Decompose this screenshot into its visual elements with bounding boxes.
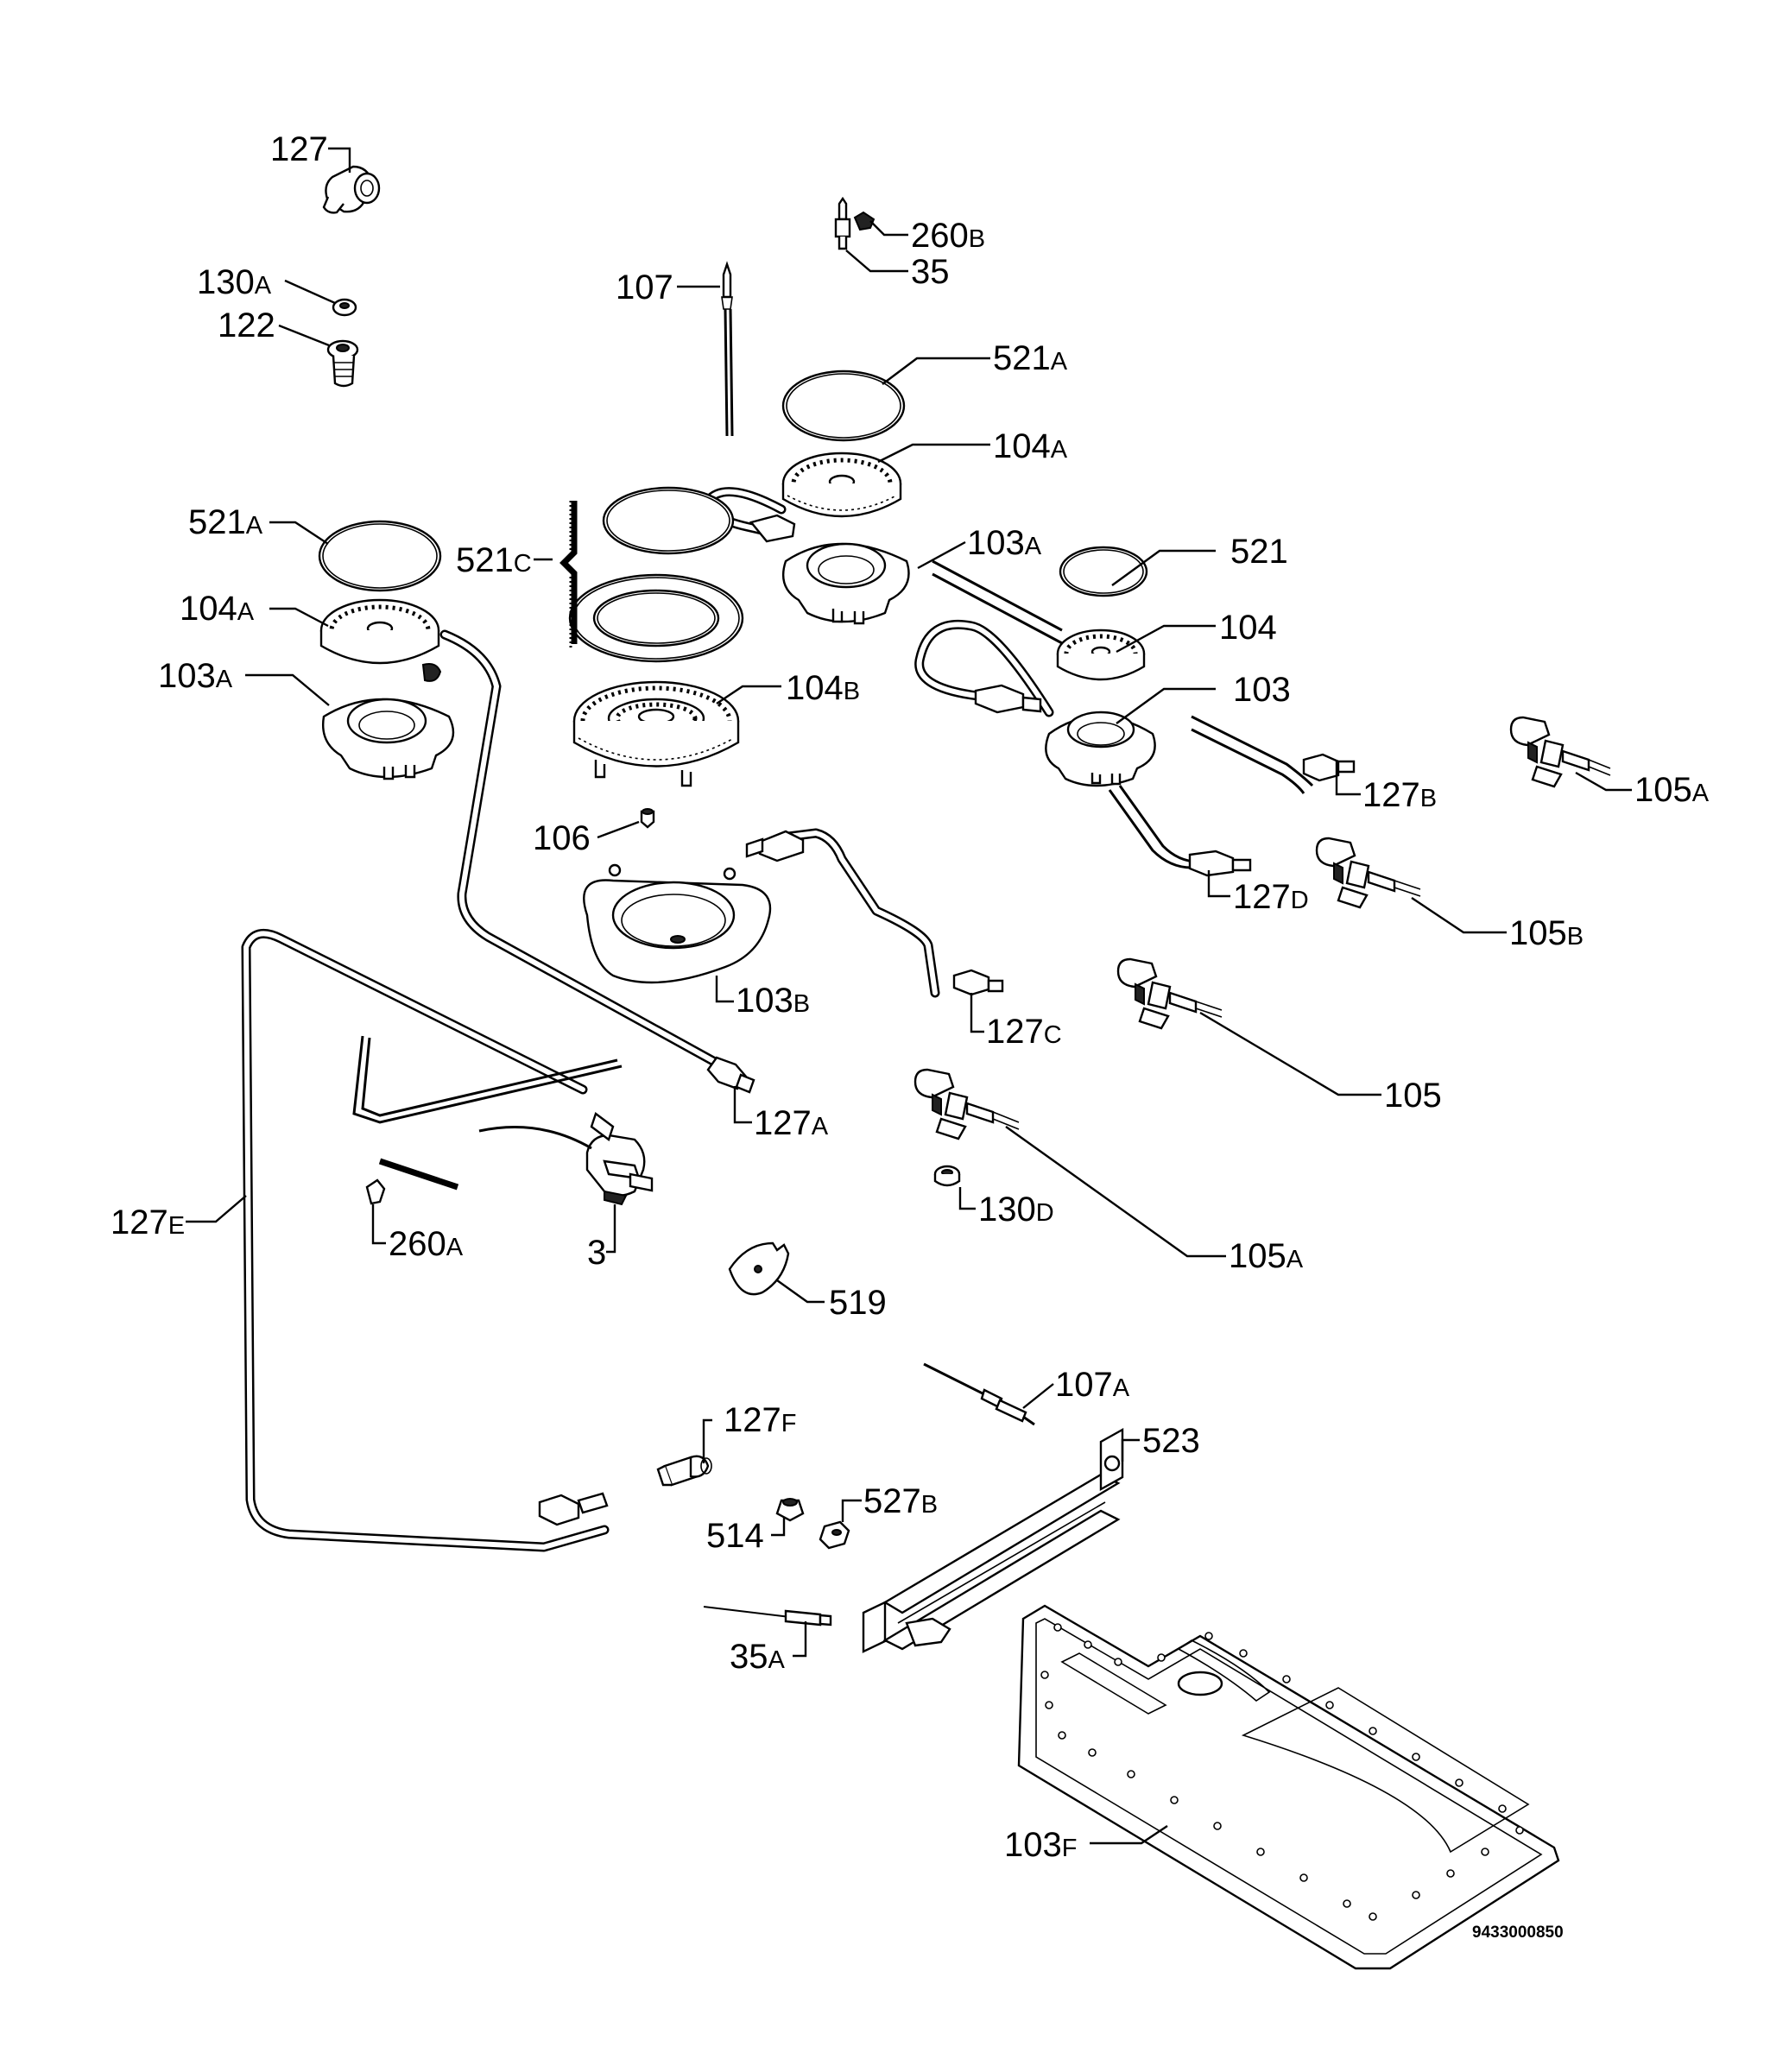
- callout-105A-top: 105A: [1634, 771, 1710, 809]
- part-521C-outer-ring: [568, 573, 744, 663]
- callout-103A-top: 103A: [967, 524, 1042, 562]
- callout-103F: 103F: [1004, 1826, 1077, 1864]
- callout-521C: 521C: [456, 541, 532, 579]
- callout-103: 103: [1233, 671, 1291, 709]
- part-127F-elbow: [656, 1455, 712, 1487]
- part-107A-thermocouple: [923, 1362, 1035, 1426]
- part-127A-long-pipe: [439, 629, 755, 1094]
- callout-127E: 127E: [111, 1203, 185, 1241]
- part-103A-left-burner-base: [322, 698, 455, 780]
- callout-127: 127: [270, 130, 328, 168]
- callout-260B: 260B: [911, 217, 985, 255]
- part-103-right-burner-base: [1045, 711, 1156, 787]
- callout-107A: 107A: [1055, 1366, 1130, 1404]
- callout-104A-left: 104A: [180, 590, 255, 628]
- callout-105: 105: [1384, 1077, 1442, 1115]
- callout-127A: 127A: [754, 1104, 829, 1142]
- part-127E-frame-pipe: [241, 928, 610, 1552]
- callout-130A: 130A: [197, 263, 272, 301]
- part-523-support-bracket: [862, 1427, 1124, 1653]
- callout-521A-left: 521A: [188, 503, 263, 541]
- part-104A-top-flame-spreader: [781, 452, 902, 518]
- callout-35A: 35A: [730, 1638, 786, 1676]
- part-521A-top-burner-cap: [781, 370, 906, 442]
- callout-104: 104: [1219, 609, 1277, 647]
- part-103A-top-burner-base: [781, 542, 910, 625]
- callout-105B: 105B: [1509, 914, 1584, 952]
- callout-130D: 130D: [978, 1191, 1054, 1229]
- part-122-fitting: [326, 339, 359, 388]
- callout-127D: 127D: [1233, 878, 1309, 916]
- part-527B-nut: [819, 1520, 850, 1550]
- part-106-injector: [640, 808, 655, 829]
- part-105A-bottom-valve: [913, 1068, 1020, 1140]
- leader-lines: [186, 147, 1632, 1845]
- callout-35: 35: [911, 253, 950, 291]
- part-3-gas-valve: [352, 1035, 654, 1206]
- part-127-elbow-fitting: [322, 165, 381, 214]
- part-260B-35-spark-electrode: [834, 196, 876, 250]
- callout-514: 514: [706, 1517, 764, 1555]
- part-right-burner-loop-pipe: [914, 619, 1054, 717]
- callout-103B: 103B: [736, 982, 810, 1020]
- part-521C-bracket: [559, 501, 578, 648]
- callout-527B: 527B: [863, 1482, 938, 1520]
- part-514-nut: [775, 1498, 805, 1522]
- callout-105A-bottom: 105A: [1229, 1237, 1304, 1275]
- callout-labels: 127 260B 35 130A 122 107 521A 104A 103A …: [111, 130, 1710, 1942]
- part-130A-washer: [332, 298, 357, 317]
- callout-127B: 127B: [1362, 776, 1437, 814]
- part-127C-pipe: [745, 828, 1004, 998]
- part-35A-spark-plug: [703, 1606, 832, 1627]
- part-105-valve: [1116, 957, 1223, 1030]
- callout-260A: 260A: [389, 1225, 464, 1263]
- callout-3: 3: [587, 1234, 606, 1272]
- callout-122: 122: [218, 306, 275, 344]
- callout-104B: 104B: [786, 669, 860, 707]
- part-260A-connector: [365, 1178, 386, 1205]
- part-104B-wok-burner: [572, 680, 740, 787]
- callout-523: 523: [1142, 1422, 1200, 1460]
- part-521C-inner-cap: [602, 486, 735, 555]
- part-103F-base-tray: [1017, 1604, 1560, 1970]
- part-103B-wok-base-plate: [583, 863, 772, 984]
- part-519-heat-shield: [728, 1241, 790, 1296]
- callout-521A-top: 521A: [993, 339, 1068, 377]
- part-107-thermocouple: [721, 261, 734, 437]
- part-105A-top-valve: [1509, 716, 1611, 788]
- callout-521: 521: [1230, 533, 1288, 571]
- document-code: 9433000850: [1472, 1924, 1564, 1942]
- part-105B-valve: [1315, 837, 1421, 909]
- callout-107: 107: [616, 268, 673, 306]
- part-130D-washer: [933, 1165, 961, 1187]
- callout-519: 519: [829, 1284, 887, 1322]
- callout-106: 106: [533, 819, 591, 857]
- callout-127F: 127F: [724, 1401, 796, 1439]
- callout-127C: 127C: [986, 1013, 1062, 1051]
- part-521A-left-burner-cap: [318, 520, 442, 592]
- part-upper-right-pipes: [932, 559, 1356, 877]
- part-104-right-flame-spreader: [1056, 629, 1146, 681]
- callout-103A-left: 103A: [158, 657, 233, 695]
- part-521-right-burner-cap: [1059, 546, 1148, 597]
- part-104A-left-flame-spreader: [319, 598, 442, 682]
- callout-104A-top: 104A: [993, 427, 1068, 465]
